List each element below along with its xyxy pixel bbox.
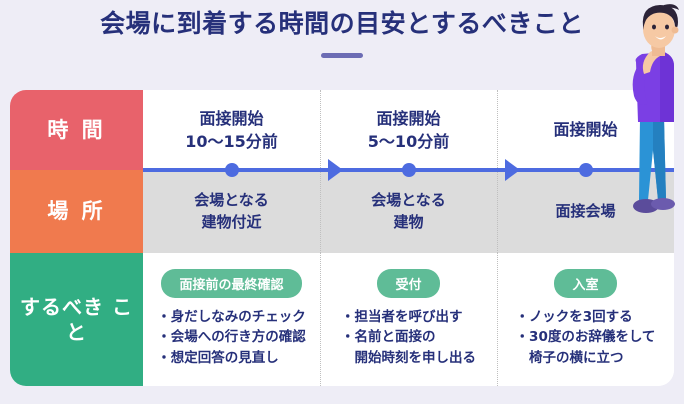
row-label-place: 場 所	[10, 170, 143, 253]
ear	[671, 26, 679, 34]
table-row: 時 間 面接開始 10〜15分前 面接開始 5〜10分前 面接開始	[10, 90, 674, 170]
table-cell: 受付 ・担当者を呼び出す ・名前と面接の 開始時刻を申し出る	[320, 253, 497, 386]
shoe	[651, 198, 675, 210]
pants-shade	[653, 118, 666, 200]
column-divider	[496, 170, 498, 253]
row-label-todo: するべき こと	[10, 253, 143, 386]
table-cell: 面接会場	[497, 170, 674, 253]
row-cells-todo: 面接前の最終確認 ・身だしなみのチェック ・会場への行き方の確認 ・想定回答の見…	[143, 253, 674, 386]
status-badge: 面接前の最終確認	[161, 269, 302, 298]
cell-text: 面接会場	[555, 201, 616, 220]
column-divider	[319, 90, 321, 170]
cell-text: 面接開始 5〜10分前	[367, 108, 450, 151]
timeline-dot	[402, 163, 416, 177]
page-title-block: 会場に到着する時間の目安とするべきこと	[0, 8, 684, 59]
timeline-dot	[579, 163, 593, 177]
table-cell: 会場となる 建物	[320, 170, 497, 253]
arm-sleeve	[632, 66, 648, 105]
row-cells-time: 面接開始 10〜15分前 面接開始 5〜10分前 面接開始	[143, 90, 674, 170]
shirt-shade	[660, 52, 674, 122]
table-cell: 会場となる 建物付近	[143, 170, 320, 253]
column-divider	[496, 90, 498, 170]
cell-text: 面接開始 10〜15分前	[185, 108, 278, 151]
comparison-table: 時 間 面接開始 10〜15分前 面接開始 5〜10分前 面接開始 場 所	[10, 90, 674, 386]
timeline-dot	[225, 163, 239, 177]
eye	[665, 24, 669, 30]
timeline-arrowhead-icon	[328, 159, 343, 181]
thinking-person-illustration	[632, 4, 679, 213]
bullet-list: ・ノックを3回する ・30度のお辞儀をして 椅子の横に立つ	[515, 309, 656, 366]
mouth	[655, 36, 666, 40]
table-cell: 面接開始 10〜15分前	[143, 90, 320, 170]
hair	[642, 5, 678, 30]
cell-text: 面接開始	[553, 120, 618, 140]
table-cell: 面接開始	[497, 90, 674, 170]
table-row: 場 所 会場となる 建物付近 会場となる 建物 面接会場	[10, 170, 674, 253]
page-title: 会場に到着する時間の目安とするべきこと	[100, 9, 584, 38]
column-divider	[496, 253, 498, 386]
table-cell: 入室 ・ノックを3回する ・30度のお辞儀をして 椅子の横に立つ	[497, 253, 674, 386]
table-row: するべき こと 面接前の最終確認 ・身だしなみのチェック ・会場への行き方の確認…	[10, 253, 674, 386]
head	[643, 10, 675, 48]
row-cells-place: 会場となる 建物付近 会場となる 建物 面接会場	[143, 170, 674, 253]
row-label-time: 時 間	[10, 90, 143, 170]
bullet-list: ・身だしなみのチェック ・会場への行き方の確認 ・想定回答の見直し	[157, 309, 306, 366]
cell-text: 会場となる 建物	[371, 190, 446, 231]
eye	[652, 24, 656, 30]
status-badge: 受付	[377, 269, 440, 298]
status-badge: 入室	[554, 269, 617, 298]
column-divider	[319, 170, 321, 253]
cell-text: 会場となる 建物付近	[194, 190, 269, 231]
column-divider	[319, 253, 321, 386]
timeline-arrow	[143, 159, 674, 181]
timeline-arrowhead-icon	[505, 159, 520, 181]
bullet-list: ・担当者を呼び出す ・名前と面接の 開始時刻を申し出る	[341, 309, 476, 366]
table-cell: 面接開始 5〜10分前	[320, 90, 497, 170]
hair-tuft	[664, 4, 679, 10]
title-underline	[321, 53, 363, 59]
table-cell: 面接前の最終確認 ・身だしなみのチェック ・会場への行き方の確認 ・想定回答の見…	[143, 253, 320, 386]
